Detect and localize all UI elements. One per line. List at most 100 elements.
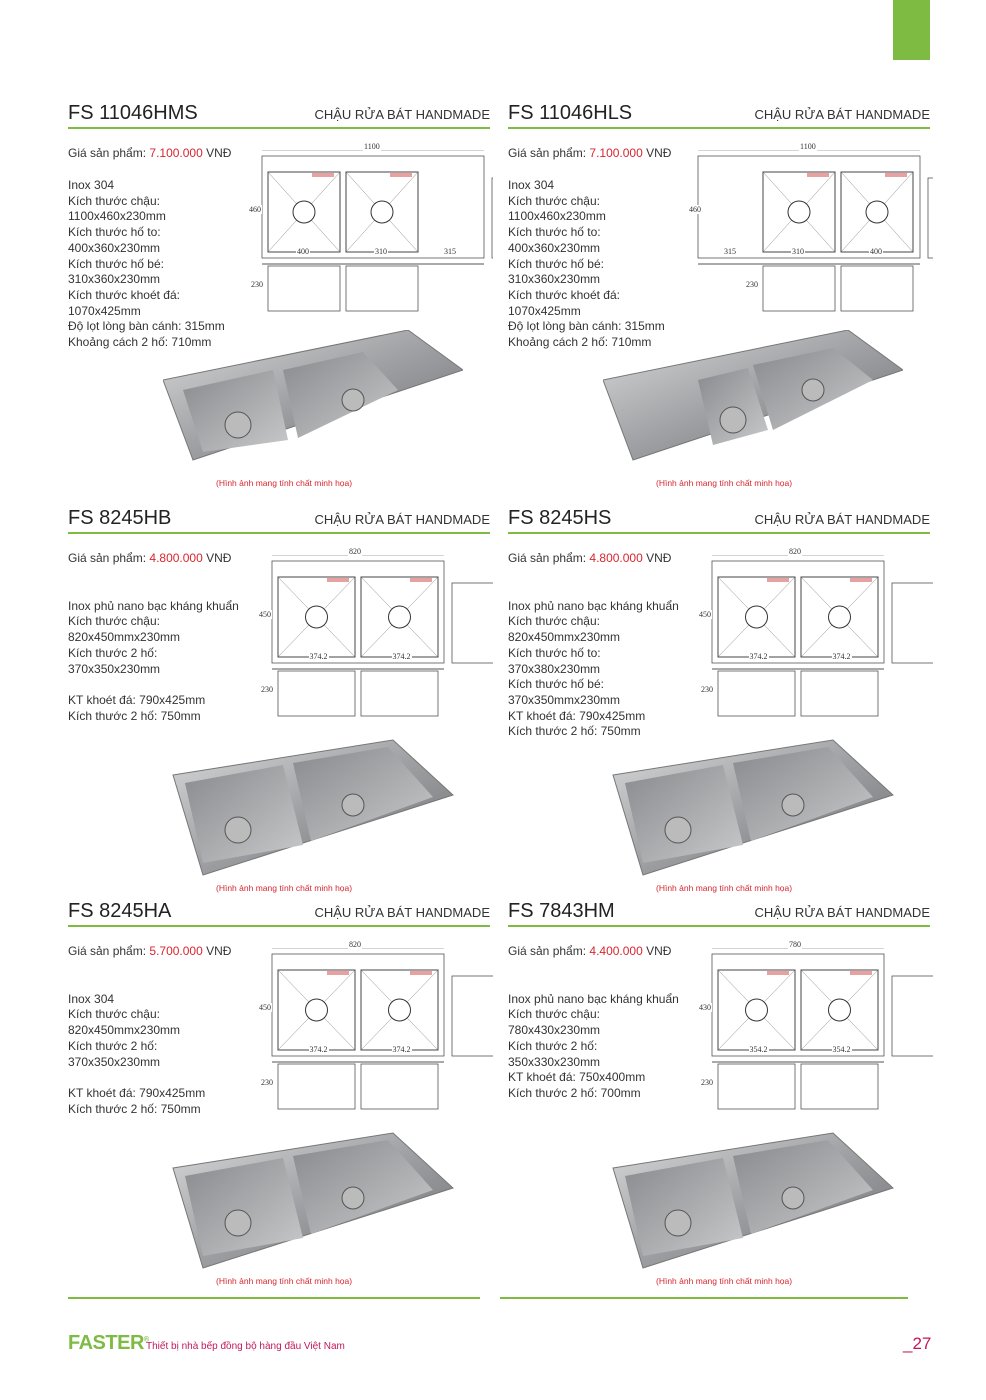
spec-line: 310x360x230mm [68,272,161,287]
dim-width: 820 [348,547,362,556]
dim-width: 1100 [799,142,817,151]
side-view-basin [267,265,341,312]
dim-width: 820 [788,547,802,556]
dim-bowl-a: 374.2 [748,652,769,661]
product-category: CHẬU RỬA BÁT HANDMADE [754,512,930,527]
profile-view [891,582,943,664]
spec-line: Kích thước 2 hố: [68,1038,158,1053]
product-category: CHẬU RỬA BÁT HANDMADE [314,905,490,920]
dim-depth: 230 [700,1078,714,1087]
product-card: FS 8245HA CHẬU RỬA BÁT HANDMADE Giá sản … [68,898,503,1293]
image-caption: (Hình ảnh mang tính chất minh họa) [216,478,353,488]
spec-line: 1100x460x230mm [68,209,166,224]
dim-depth: 230 [700,685,714,694]
title-divider [68,127,490,129]
product-price: Giá sản phẩm: 5.700.000 VNĐ [68,944,232,958]
dim-bowl-a: 310 [791,247,805,256]
dim-bowl-b: 374.2 [391,1045,412,1054]
dim-bowl-b: 374.2 [831,652,852,661]
side-view-basin [762,265,836,312]
profile-view [451,975,503,1057]
brand-logo: FASTER® [68,1332,149,1354]
drain-circle [292,200,316,224]
technical-drawing [271,947,503,1110]
side-view-basin [360,1063,439,1110]
dim-bowl-a: 400 [296,247,310,256]
dim-bowl-a: 374.2 [308,1045,329,1054]
sink-outline [711,560,885,664]
spec-line: KT khoét đá: 790x425mm [68,1085,206,1100]
spec-line: 370x350mmx230mm [508,692,621,707]
image-caption: (Hình ảnh mang tính chất minh họa) [656,1276,793,1286]
side-view-basin [800,1063,879,1110]
drain-circle [745,605,768,629]
product-price: Giá sản phẩm: 4.800.000 VNĐ [508,551,672,565]
drain-circle [305,998,328,1022]
dim-height: 450 [698,610,712,619]
sink-outline [271,560,445,664]
spec-line: Inox 304 [68,991,115,1006]
spec-line: Kích thước 2 hố: 750mm [68,708,201,723]
profile-view [451,582,503,664]
product-price: Giá sản phẩm: 7.100.000 VNĐ [508,146,672,160]
title-divider [508,925,930,927]
spec-line: Kích thước chậu: [508,614,600,629]
image-caption: (Hình ảnh mang tính chất minh họa) [656,883,793,893]
drain-circle [388,605,411,629]
title-divider [68,532,490,534]
spec-line: Kích thước khoét đá: [68,287,180,302]
drain-circle [828,605,851,629]
dim-bowl-a: 374.2 [308,652,329,661]
footer-slogan: Thiết bị nhà bếp đồng bộ hàng đầu Việt N… [146,1341,345,1352]
product-category: CHẬU RỬA BÁT HANDMADE [754,905,930,920]
spec-line: Kích thước 2 hố: [508,1038,598,1053]
spec-line [68,1070,205,1086]
drain-circle [828,998,851,1022]
dim-width: 1100 [363,142,381,151]
dim-bowl-b: 310 [374,247,388,256]
side-view-basin [800,670,879,717]
product-model: FS 7843HM [508,900,615,922]
spec-line: 820x450mmx230mm [68,630,181,645]
footer-divider-right [500,1297,908,1299]
spec-line: Kích thước chậu: [508,193,600,208]
dim-height: 450 [258,610,272,619]
product-photo [603,330,903,461]
drawing-area: 820 450 230 374.2 374.2 [688,547,943,730]
product-model: FS 8245HS [508,507,612,529]
sink-outline [261,155,485,259]
footer-divider-left [68,1297,480,1299]
spec-line: Kích thước hố to: [508,645,601,660]
drain-circle [787,200,811,224]
sink-outline [711,953,885,1057]
spec-line [68,583,239,599]
product-model: FS 8245HB [68,507,172,529]
side-view-basin [717,1063,796,1110]
dim-wing: 315 [443,247,457,256]
profile-view [491,177,543,259]
dim-bowl-b: 374.2 [391,652,412,661]
spec-line: 780x430x230mm [508,1023,601,1038]
spec-line: 1070x425mm [508,303,581,318]
dim-depth: 230 [260,1078,274,1087]
product-card: FS 11046HMS CHẬU RỬA BÁT HANDMADE Giá sả… [68,100,543,495]
spec-line: Kích thước chậu: [68,614,160,629]
spec-line [508,976,679,992]
spec-line: Khoảng cách 2 hố: 710mm [508,335,652,350]
sink-outline [271,953,445,1057]
dim-depth: 230 [260,685,274,694]
dim-wing: 315 [723,247,737,256]
product-price: Giá sản phẩm: 7.100.000 VNĐ [68,146,232,160]
side-view-basin [345,265,419,312]
spec-line: Kích thước hố to: [508,225,601,240]
spec-line: Kích thước 2 hố: 750mm [508,724,641,739]
drawing-area: 820 450 230 374.2 374.2 [248,940,503,1123]
spec-line: 370x350x230mm [68,661,161,676]
side-view-basin [277,670,356,717]
technical-drawing [271,554,503,717]
image-caption: (Hình ảnh mang tính chất minh họa) [216,883,353,893]
spec-line: Inox phủ nano bạc kháng khuẩn [508,598,679,613]
